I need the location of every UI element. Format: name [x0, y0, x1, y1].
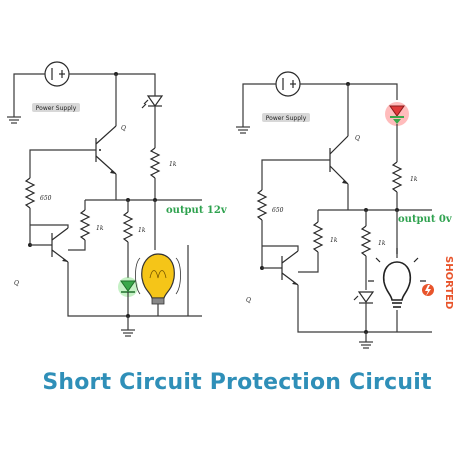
lightning-icon — [422, 284, 434, 296]
left-power-supply-badge — [32, 103, 80, 112]
right-q2-label: Q — [246, 297, 251, 304]
right-r-led-out-label: 1k — [378, 240, 386, 247]
left-power-supply-symbol — [44, 61, 70, 87]
left-resistor-650 — [24, 177, 36, 209]
left-circuit: Power Supply 1k Q 650 — [7, 61, 228, 337]
left-r-mid-label: 1k — [96, 225, 104, 232]
left-top-led — [141, 95, 164, 109]
right-circuit: Power Supply 1k Q 650 Q — [236, 71, 454, 349]
right-output-led — [353, 291, 375, 304]
left-resistor-led-out — [122, 211, 134, 243]
right-resistor-led-top — [391, 161, 403, 193]
left-r-led-top-label: 1k — [169, 161, 177, 168]
right-output-label: output 0v — [398, 214, 453, 225]
left-output-label: output 12v — [166, 205, 228, 216]
right-power-supply-label: Power Supply — [266, 115, 307, 122]
left-r-led-out-label: 1k — [138, 227, 146, 234]
left-lamp — [135, 253, 181, 305]
shorted-label: SHORTED — [443, 256, 454, 309]
right-lamp-shorted — [368, 248, 426, 308]
right-resistor-led-out — [360, 225, 372, 257]
left-q1-label: Q — [121, 125, 126, 132]
right-q1-label: Q — [355, 135, 360, 142]
left-r-base-label: 650 — [40, 195, 52, 202]
right-r-led-top-label: 1k — [410, 176, 418, 183]
left-resistor-1k-mid — [79, 209, 91, 241]
left-power-supply-label: Power Supply — [36, 105, 77, 112]
right-r-mid-label: 1k — [330, 237, 338, 244]
right-r-base-label: 650 — [272, 207, 284, 214]
right-power-supply-symbol — [275, 71, 301, 97]
left-q2-label: Q — [14, 280, 19, 287]
right-resistor-650 — [256, 189, 268, 221]
diagram-title: Short Circuit Protection Circuit — [42, 370, 432, 395]
left-resistor-led-top — [149, 147, 161, 179]
right-top-led — [389, 105, 405, 124]
right-power-supply-badge — [262, 113, 310, 122]
right-resistor-1k-mid — [312, 221, 324, 253]
